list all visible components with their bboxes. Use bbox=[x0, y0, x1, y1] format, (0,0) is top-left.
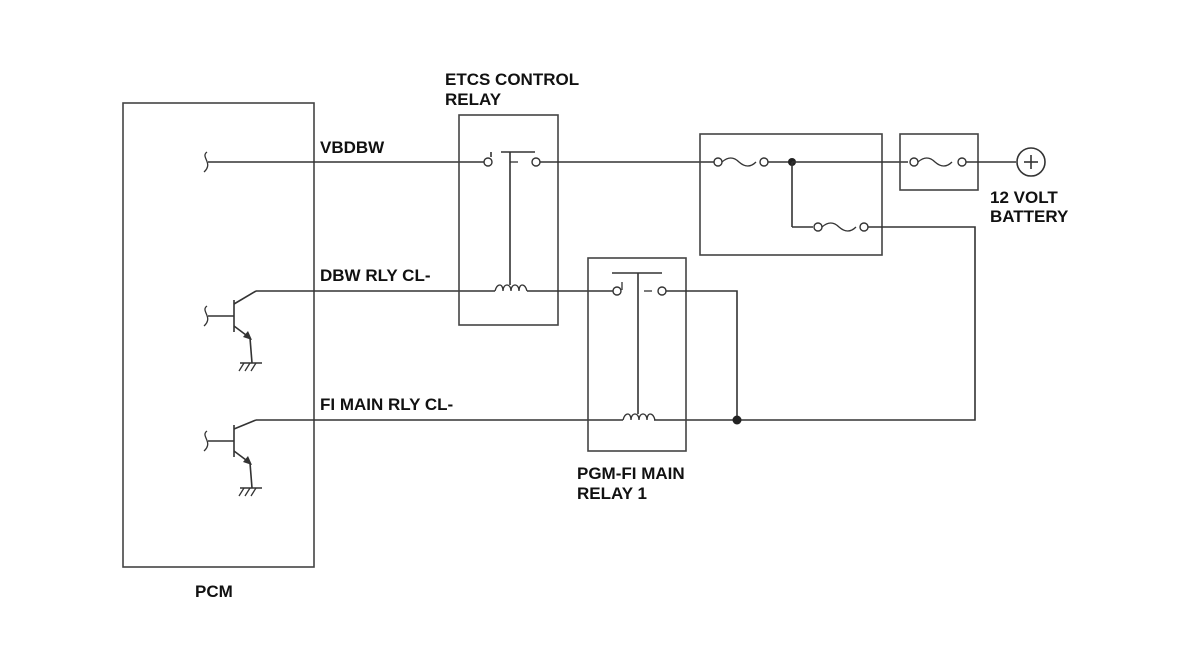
etcs-relay-label-line1: ETCS CONTROL bbox=[445, 70, 579, 89]
etcs-relay-label-line2: RELAY bbox=[445, 90, 502, 109]
pcm-box bbox=[122, 102, 315, 568]
pcm-transistor-fi-main bbox=[203, 419, 262, 497]
fi-main-rly-label: FI MAIN RLY CL- bbox=[320, 395, 453, 414]
pcm-vbdbw-connector bbox=[203, 151, 209, 173]
pgm-fi-main-relay bbox=[587, 257, 687, 452]
vbdbw-label: VBDBW bbox=[320, 138, 385, 157]
pcm-label: PCM bbox=[195, 582, 233, 601]
pgm-relay-label-line1: PGM-FI MAIN bbox=[577, 464, 685, 483]
pgm-switch-out-wire bbox=[666, 290, 738, 420]
pcm-transistor-dbw bbox=[203, 290, 262, 372]
fuse-to-pgm-coil-wire bbox=[654, 226, 976, 421]
junction-dot bbox=[732, 415, 742, 425]
etcs-control-relay bbox=[458, 114, 559, 326]
fuse-box bbox=[699, 133, 883, 256]
battery-label-line1: 12 VOLT bbox=[990, 188, 1058, 207]
battery-label-line2: BATTERY bbox=[990, 207, 1069, 226]
dbw-rly-label: DBW RLY CL- bbox=[320, 266, 431, 285]
battery-plus-icon bbox=[1016, 147, 1046, 177]
pgm-relay-label-line2: RELAY 1 bbox=[577, 484, 647, 503]
